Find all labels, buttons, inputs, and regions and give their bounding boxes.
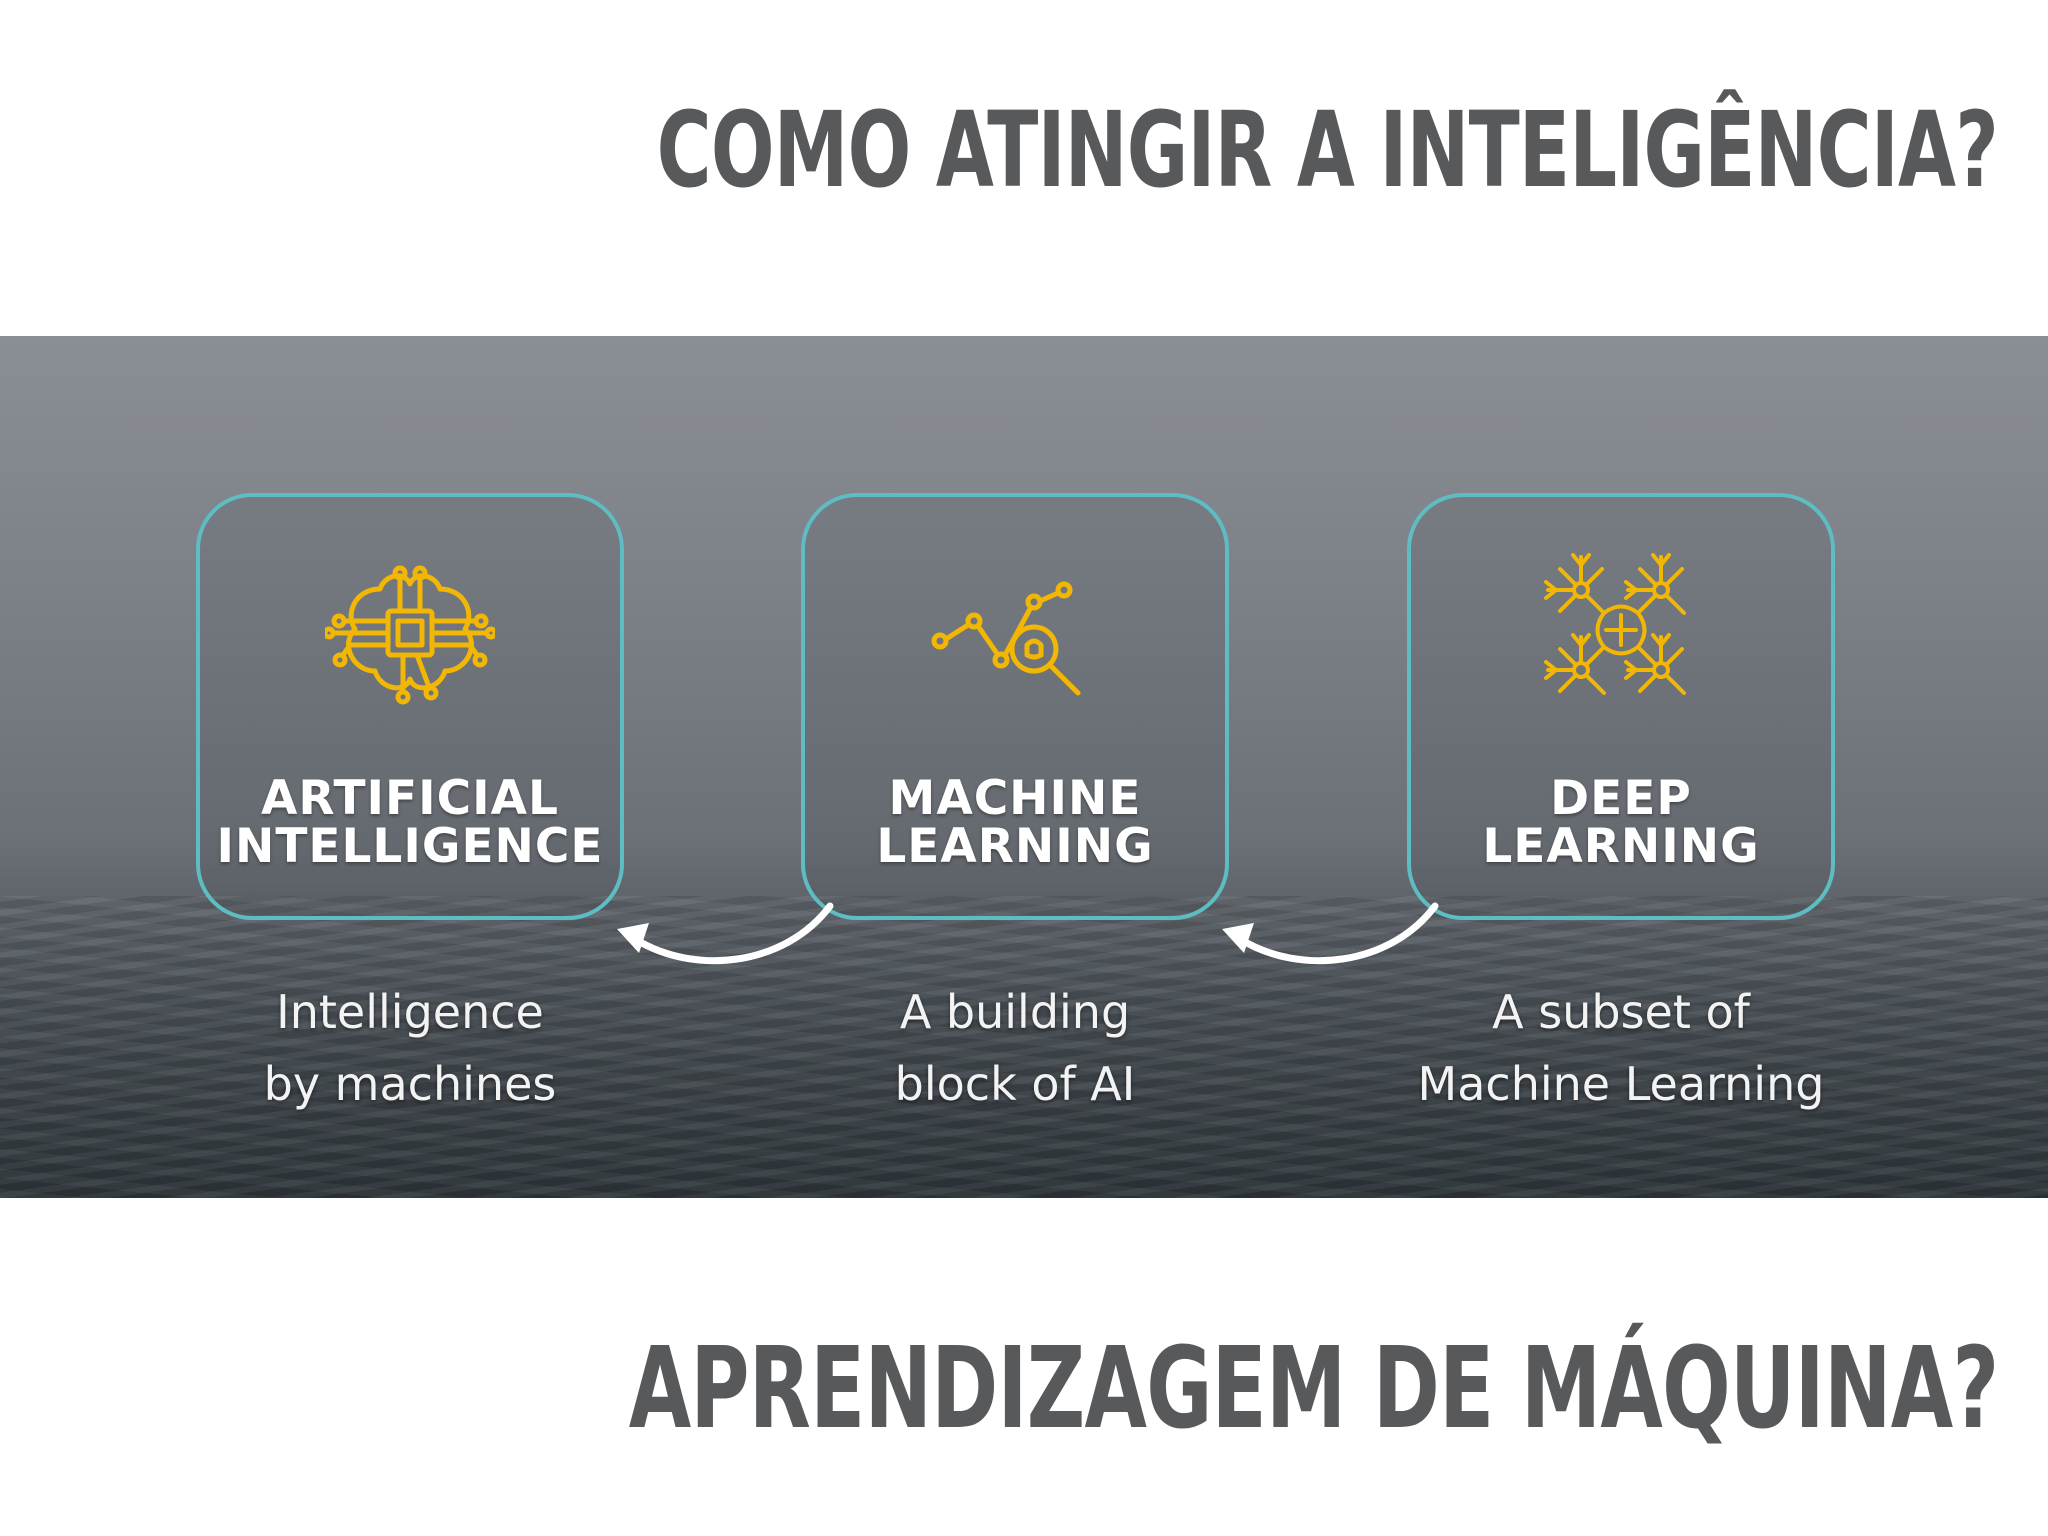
caption-line: block of AI bbox=[894, 1057, 1136, 1111]
box-label-line: ARTIFICIAL bbox=[261, 771, 559, 826]
diagram-banner: ARTIFICIAL INTELLIGENCE MACHINE LEARNING bbox=[0, 336, 2048, 1198]
box-deep-learning: DEEP LEARNING bbox=[1407, 493, 1835, 920]
box-artificial-intelligence: ARTIFICIAL INTELLIGENCE bbox=[196, 493, 624, 920]
caption-line: A building bbox=[899, 985, 1131, 1039]
curved-arrow-icon bbox=[617, 902, 834, 965]
box-label-line: LEARNING bbox=[1482, 819, 1760, 874]
box-label-line: INTELLIGENCE bbox=[216, 819, 604, 874]
caption-line: A subset of bbox=[1492, 985, 1750, 1039]
box-label-line: MACHINE bbox=[888, 771, 1142, 826]
box-machine-learning: MACHINE LEARNING bbox=[801, 493, 1229, 920]
caption-line: Intelligence bbox=[276, 985, 544, 1039]
caption-machine-learning: A building block of AI bbox=[755, 976, 1275, 1120]
caption-artificial-intelligence: Intelligence by machines bbox=[150, 976, 670, 1120]
caption-deep-learning: A subset of Machine Learning bbox=[1361, 976, 1881, 1120]
box-label: MACHINE LEARNING bbox=[805, 775, 1225, 871]
magnifier-chart-icon bbox=[931, 581, 1081, 696]
box-label-line: DEEP bbox=[1550, 771, 1692, 826]
slide-title: COMO ATINGIR A INTELIGÊNCIA? bbox=[656, 89, 1999, 211]
box-label-line: LEARNING bbox=[876, 819, 1154, 874]
box-label: DEEP LEARNING bbox=[1411, 775, 1831, 871]
neural-network-icon bbox=[1544, 553, 1686, 695]
curved-arrow-icon bbox=[1222, 902, 1439, 965]
ocean-background bbox=[0, 896, 2048, 1198]
slide-subtitle: APRENDIZAGEM DE MÁQUINA? bbox=[628, 1324, 1999, 1454]
brain-chip-icon bbox=[325, 565, 495, 705]
caption-line: Machine Learning bbox=[1417, 1057, 1825, 1111]
box-label: ARTIFICIAL INTELLIGENCE bbox=[200, 775, 620, 871]
caption-line: by machines bbox=[263, 1057, 557, 1111]
